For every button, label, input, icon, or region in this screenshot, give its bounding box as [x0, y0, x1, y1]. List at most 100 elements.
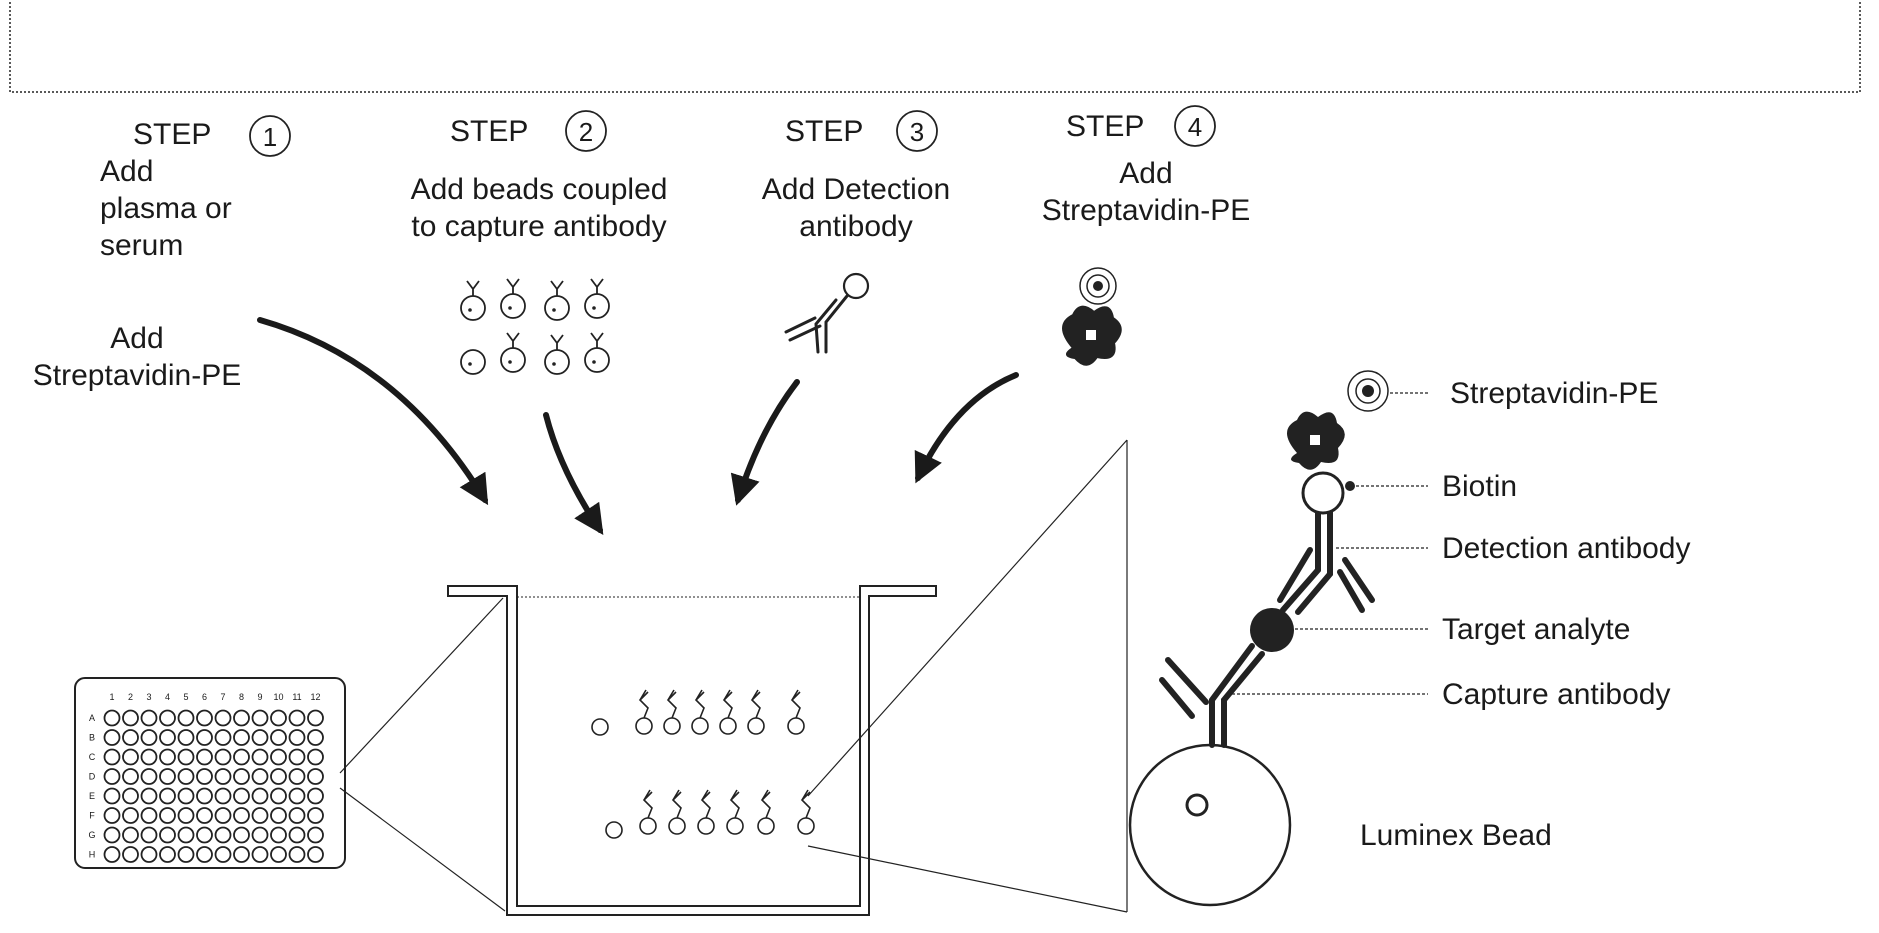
bead-icon — [501, 333, 525, 372]
step-3-number: 3 — [910, 117, 924, 147]
well-plate: 123456789101112 ABCDEFGH — [75, 678, 345, 868]
plate-column-label: 10 — [273, 692, 283, 702]
plate-well — [216, 808, 231, 823]
plate-column-label: 3 — [146, 692, 151, 702]
plate-well — [160, 769, 175, 784]
plate-column-labels: 123456789101112 — [109, 692, 320, 702]
step-1: STEP 1 Add plasma or serum Add Streptavi… — [33, 116, 290, 392]
arrow-step-4 — [918, 375, 1016, 478]
plate-well — [197, 828, 212, 843]
plate-column-label: 11 — [292, 692, 301, 702]
plate-well — [160, 847, 175, 862]
capture-antibody-icon — [1162, 646, 1262, 745]
plate-well — [308, 808, 323, 823]
step-4-line-1: Add — [1119, 157, 1172, 190]
plate-well — [253, 828, 268, 843]
bead-icon — [501, 279, 525, 318]
plate-well — [105, 730, 120, 745]
plate-well — [234, 730, 249, 745]
label-biotin: Biotin — [1442, 470, 1517, 503]
step-1-line-2: plasma or — [100, 192, 232, 225]
arrow-step-2 — [546, 415, 600, 530]
detection-antibody-icon — [786, 274, 868, 352]
bead-icon — [545, 335, 569, 374]
bead-icon — [585, 333, 609, 372]
plate-well — [216, 828, 231, 843]
plate-well — [234, 769, 249, 784]
plate-well — [271, 847, 286, 862]
plate-column-label: 4 — [165, 692, 170, 702]
plate-well — [234, 711, 249, 726]
plate-well — [123, 789, 138, 804]
step-2-bead-icons — [461, 279, 609, 374]
plate-well — [142, 750, 157, 765]
plate-column-label: 7 — [220, 692, 225, 702]
plate-row-label: B — [89, 733, 95, 743]
header-box — [10, 0, 1860, 92]
step-3-line-1: Add Detection — [762, 173, 950, 206]
label-luminex-bead: Luminex Bead — [1360, 819, 1552, 852]
plate-well — [271, 828, 286, 843]
plate-well — [308, 847, 323, 862]
step-3-line-2: antibody — [799, 210, 912, 243]
plate-well — [142, 808, 157, 823]
plate-well — [197, 769, 212, 784]
plate-well — [308, 769, 323, 784]
plate-well — [308, 750, 323, 765]
step-3: STEP 3 Add Detection antibody — [762, 111, 950, 243]
plate-well — [160, 750, 175, 765]
plate-well — [290, 750, 305, 765]
plate-well — [142, 828, 157, 843]
bead-icon — [545, 281, 569, 320]
biotin-ring-icon — [1303, 473, 1343, 513]
step-1-line-3: serum — [100, 229, 183, 262]
luminex-bead-icon — [1130, 745, 1290, 905]
target-analyte-icon — [1250, 608, 1294, 652]
plate-row-label: A — [89, 713, 95, 723]
plate-well — [142, 847, 157, 862]
plate-well — [290, 808, 305, 823]
plate-well — [234, 847, 249, 862]
plate-well — [179, 847, 194, 862]
arrow-step-1 — [260, 320, 485, 500]
plate-well — [105, 750, 120, 765]
plate-column-label: 5 — [183, 692, 188, 702]
biotin-dot-icon — [1345, 481, 1355, 491]
plate-well — [253, 789, 268, 804]
plate-well — [216, 769, 231, 784]
step-4-line-2: Streptavidin-PE — [1042, 194, 1250, 227]
plate-column-label: 12 — [310, 692, 320, 702]
plate-well — [197, 750, 212, 765]
plate-well — [179, 750, 194, 765]
plate-well — [253, 769, 268, 784]
plate-well — [142, 730, 157, 745]
plate-well — [253, 847, 268, 862]
plate-well — [308, 730, 323, 745]
plate-well — [123, 750, 138, 765]
plate-well — [142, 789, 157, 804]
step-1-extra-line-1: Add — [110, 322, 163, 355]
plate-wells — [105, 711, 324, 863]
plate-well — [179, 711, 194, 726]
step-1-word: STEP — [133, 118, 211, 151]
plate-well — [216, 847, 231, 862]
plate-well — [253, 808, 268, 823]
plate-well — [123, 769, 138, 784]
step-1-line-1: Add — [100, 155, 153, 188]
plate-well — [179, 730, 194, 745]
plate-well — [216, 730, 231, 745]
plate-well — [271, 808, 286, 823]
plate-well — [253, 750, 268, 765]
label-target-analyte: Target analyte — [1442, 613, 1630, 646]
plate-well — [160, 711, 175, 726]
plate-well — [105, 828, 120, 843]
plate-row-labels: ABCDEFGH — [88, 713, 95, 860]
plate-well — [234, 789, 249, 804]
plate-well — [253, 711, 268, 726]
plate-well — [179, 789, 194, 804]
plate-well — [123, 808, 138, 823]
plate-well — [290, 828, 305, 843]
plate-well — [179, 808, 194, 823]
step-4-number: 4 — [1188, 112, 1202, 142]
